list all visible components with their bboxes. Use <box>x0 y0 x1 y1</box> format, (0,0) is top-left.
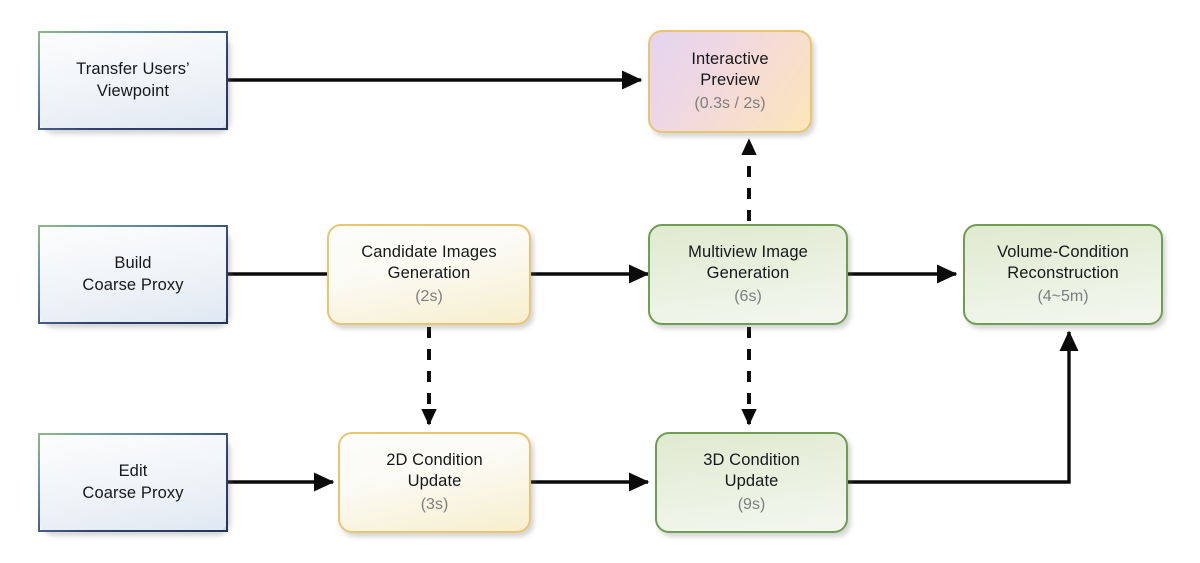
node-timing: (3s) <box>420 495 449 513</box>
node-title: Interactive Preview <box>691 49 769 90</box>
node-candidate-images-generation[interactable]: Candidate Images Generation (2s) <box>327 224 531 325</box>
edge-3d-to-volume <box>848 330 1079 484</box>
node-title: 3D Condition Update <box>703 450 800 491</box>
node-title: Transfer Users’ Viewpoint <box>76 60 190 100</box>
node-title: Build Coarse Proxy <box>82 254 184 294</box>
node-volume-condition-reconstruction[interactable]: Volume-Condition Reconstruction (4~5m) <box>963 224 1163 325</box>
node-title: Candidate Images Generation <box>361 242 497 283</box>
node-timing: (0.3s / 2s) <box>694 94 766 112</box>
node-multiview-image-generation[interactable]: Multiview Image Generation (6s) <box>648 224 848 325</box>
node-title: Volume-Condition Reconstruction <box>997 242 1129 283</box>
node-2d-condition-update[interactable]: 2D Condition Update (3s) <box>338 432 531 533</box>
node-timing: (2s) <box>415 287 443 305</box>
node-build-coarse-proxy[interactable]: Build Coarse Proxy <box>38 225 228 324</box>
node-3d-condition-update[interactable]: 3D Condition Update (9s) <box>655 432 848 533</box>
node-timing: (6s) <box>734 287 762 305</box>
node-timing: (4~5m) <box>1037 287 1089 305</box>
node-edit-coarse-proxy[interactable]: Edit Coarse Proxy <box>38 433 228 532</box>
node-title: Multiview Image Generation <box>688 242 808 283</box>
node-title: Edit Coarse Proxy <box>82 462 184 502</box>
node-title: 2D Condition Update <box>386 450 483 491</box>
node-timing: (9s) <box>737 495 766 513</box>
node-transfer-users-viewpoint[interactable]: Transfer Users’ Viewpoint <box>38 31 228 130</box>
node-interactive-preview[interactable]: Interactive Preview (0.3s / 2s) <box>648 30 812 133</box>
